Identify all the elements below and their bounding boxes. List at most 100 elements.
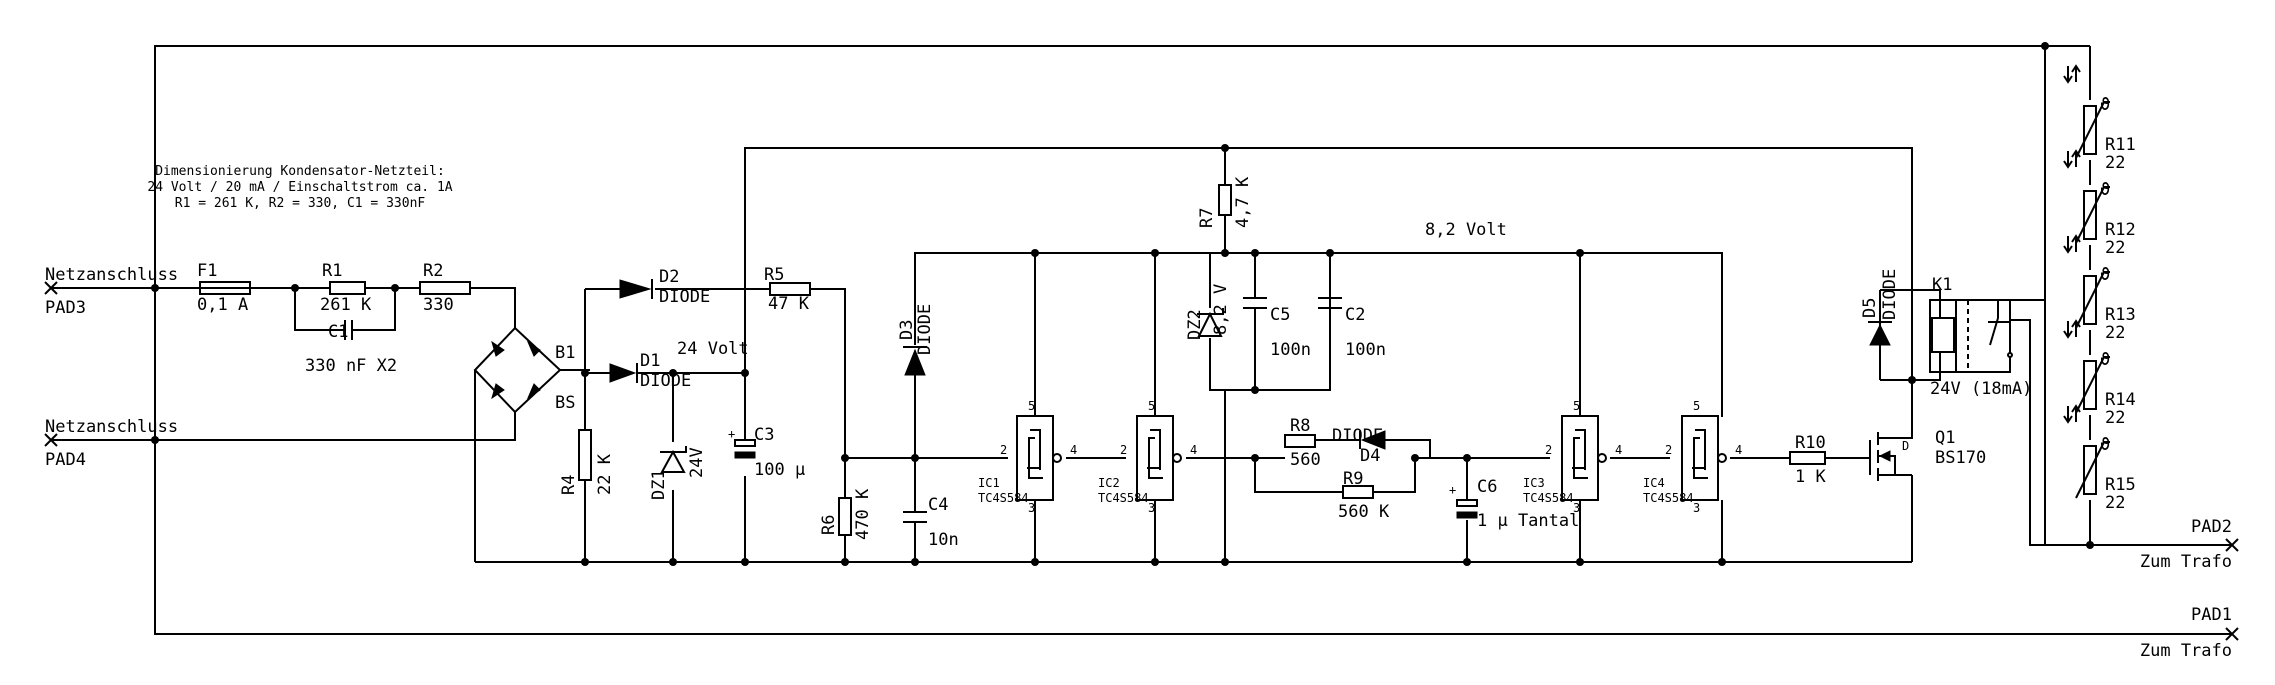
c2-ref: C2: [1345, 305, 1365, 325]
c4-value: 10n: [928, 530, 959, 550]
ic1-schmitt-inverter: [1016, 415, 1062, 501]
svg-text:R14: R14: [2105, 390, 2136, 410]
resistor-r10: [1789, 451, 1826, 465]
r7-value: 4,7 K: [1233, 176, 1253, 228]
r4-value: 22 K: [595, 453, 615, 495]
f1-ref: F1: [197, 261, 217, 281]
ic2-schmitt-inverter: [1136, 415, 1182, 501]
diode-d2: [619, 279, 653, 299]
diode-d5: [1868, 321, 1892, 346]
svg-text:4: 4: [1615, 443, 1622, 457]
ic1-ref: IC1: [978, 476, 1000, 490]
design-note: Dimensionierung Kondensator-Netzteil: 24…: [147, 164, 452, 211]
ic-pin-numbers: 2 4 5 3 2 4 5 3 2 4 5 3 2 4 5 3: [1000, 399, 1742, 515]
ptc-theta-symbols: ϑ ϑ ϑ ϑ ϑ: [2100, 95, 2110, 455]
svg-text:22: 22: [2105, 323, 2125, 343]
k1-value: 24V (18mA): [1930, 379, 2032, 399]
b1-value: BS: [555, 393, 575, 413]
resistor-r1: [329, 281, 366, 295]
d2-ref: D2: [659, 267, 679, 287]
resistor-r9: [1342, 485, 1374, 499]
fuse-f1: [199, 281, 251, 295]
junction-dots: [151, 42, 2094, 566]
r4-ref: R4: [559, 475, 579, 495]
capacitor-c3: +: [728, 427, 756, 459]
svg-text:ϑ: ϑ: [2100, 95, 2110, 115]
r8-value: 560: [1290, 450, 1321, 470]
dz2-ref: DZ2: [1185, 309, 1205, 340]
capacitor-c6: +: [1449, 483, 1478, 519]
svg-text:3: 3: [1148, 501, 1155, 515]
r10-ref: R10: [1795, 433, 1826, 453]
svg-text:4: 4: [1735, 443, 1742, 457]
svg-text:+: +: [1449, 483, 1456, 497]
label-pad2: PAD2: [2191, 517, 2232, 537]
r8-ref: R8: [1290, 416, 1310, 436]
c2-value: 100n: [1345, 340, 1386, 360]
svg-text:22: 22: [2105, 493, 2125, 513]
ic4-schmitt-inverter: [1681, 415, 1727, 501]
dz2-value: 8,2 V: [1211, 284, 1231, 335]
svg-text:2: 2: [1665, 443, 1672, 457]
vertical-labels: R4 22 K DZ1 24V D3 DIODE R6 470 K R7 4,7…: [559, 176, 1900, 540]
svg-text:5: 5: [1148, 399, 1155, 413]
c5-value: 100n: [1270, 340, 1311, 360]
b1-ref: B1: [555, 343, 575, 363]
capacitor-c5: [1243, 297, 1267, 309]
label-pad4: PAD4: [45, 450, 86, 470]
diode-d1: [609, 363, 638, 383]
svg-text:2: 2: [1000, 443, 1007, 457]
ic2-ref: IC2: [1098, 476, 1120, 490]
svg-text:2: 2: [1120, 443, 1127, 457]
net-24-volt: 24 Volt: [677, 339, 749, 359]
svg-text:3: 3: [1573, 501, 1580, 515]
label-netz-top: Netzanschluss: [45, 265, 178, 285]
d2-value: DIODE: [659, 287, 710, 307]
q1-ref: Q1: [1935, 428, 1955, 448]
ic2-value: TC4S584: [1098, 491, 1149, 505]
svg-text:4: 4: [1070, 443, 1077, 457]
r6-value: 470 K: [853, 488, 873, 540]
pad-markers: [44, 281, 2239, 641]
r5-ref: R5: [764, 265, 784, 285]
d3-ref: D3: [897, 320, 917, 340]
svg-text:22: 22: [2105, 153, 2125, 173]
d1-value: DIODE: [640, 371, 691, 391]
svg-text:2: 2: [1545, 443, 1552, 457]
svg-text:ϑ: ϑ: [2100, 350, 2110, 370]
capacitor-c1: [330, 320, 365, 340]
ic3-ref: IC3: [1523, 476, 1545, 490]
ptc-labels: R11 22 R12 22 R13 22 R14 22 R15 22: [2105, 135, 2136, 513]
c1-value: 330 nF X2: [305, 356, 397, 376]
svg-text:+: +: [728, 427, 735, 441]
net-8v2: 8,2 Volt: [1425, 220, 1507, 240]
c4-ref: C4: [928, 495, 948, 515]
svg-text:ϑ: ϑ: [2100, 180, 2110, 200]
zener-dz2: [1197, 308, 1224, 337]
note-line-3: R1 = 261 K, R2 = 330, C1 = 330nF: [175, 196, 426, 211]
capacitor-c4: [903, 511, 927, 533]
ic3-schmitt-inverter: [1561, 415, 1607, 501]
resistor-r7: [1218, 184, 1232, 216]
r6-ref: R6: [819, 515, 839, 535]
label-trafo-top: Zum Trafo: [2140, 552, 2232, 572]
wires: [52, 45, 2232, 635]
ic4-ref: IC4: [1643, 476, 1665, 490]
svg-text:R12: R12: [2105, 220, 2136, 240]
resistor-r4: [578, 429, 592, 481]
ic4-value: TC4S584: [1643, 491, 1694, 505]
f1-value: 0,1 A: [197, 295, 248, 315]
resistor-r2: [419, 281, 471, 295]
mosfet-q1: D: [1869, 432, 1913, 481]
svg-text:ϑ: ϑ: [2100, 435, 2110, 455]
note-line-2: 24 Volt / 20 mA / Einschaltstrom ca. 1A: [147, 180, 452, 195]
r1-value: 261 K: [320, 295, 372, 315]
r5-value: 47 K: [768, 294, 810, 314]
svg-text:5: 5: [1573, 399, 1580, 413]
zener-dz1: [660, 446, 687, 473]
c3-ref: C3: [754, 425, 774, 445]
svg-text:R15: R15: [2105, 475, 2136, 495]
resistor-r6: [838, 497, 852, 536]
svg-text:22: 22: [2105, 408, 2125, 428]
q1-value: BS170: [1935, 448, 1986, 468]
